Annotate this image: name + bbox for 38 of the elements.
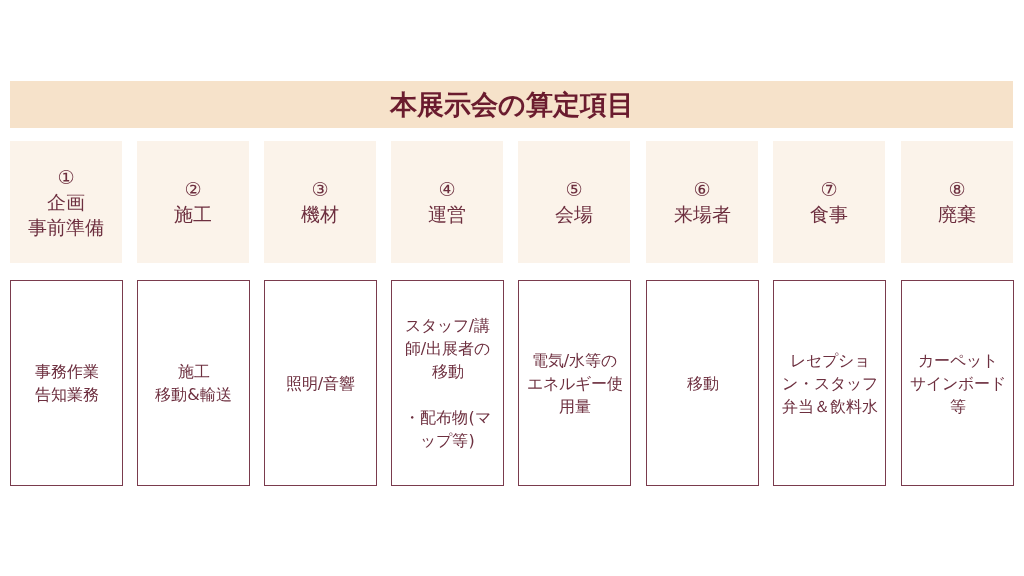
category-label: 来場者 — [673, 202, 731, 227]
category-label: 会場 — [555, 202, 593, 227]
category-number: ⑥ — [693, 177, 711, 202]
item-text: 電気/水等のエネルギー使用量 — [525, 349, 624, 418]
category-number: ⑦ — [820, 177, 838, 202]
item-box — [773, 280, 886, 486]
item-text: カーペット — [917, 349, 998, 372]
category-number: ② — [184, 177, 202, 202]
category-number: ⑧ — [948, 177, 966, 202]
item-text: 告知業務 — [34, 384, 99, 406]
category-label: 施工 — [174, 202, 212, 227]
item-text: 移動 — [686, 372, 719, 395]
category-label: 企画 — [47, 189, 85, 215]
item-box — [391, 280, 504, 486]
item-box — [646, 280, 759, 486]
item-text: ・配布物(マップ等) — [403, 407, 492, 452]
category-label: 運営 — [428, 202, 466, 227]
category-label: 事前準備 — [28, 214, 104, 240]
category-number: ⑤ — [565, 177, 583, 202]
item-text: サインボード等 — [908, 372, 1007, 418]
item-box — [264, 280, 377, 486]
category-label: 機材 — [301, 202, 339, 227]
item-box — [901, 280, 1014, 486]
title: 本展示会の算定項目 — [389, 87, 634, 122]
category-label: 廃棄 — [938, 202, 976, 227]
item-text: 照明/音響 — [285, 372, 356, 395]
item-box — [518, 280, 631, 486]
item-text: 移動&輸送 — [155, 384, 232, 406]
category-label: 食事 — [810, 202, 848, 227]
item-box — [10, 280, 123, 486]
item-text: 事務作業 — [34, 361, 99, 383]
item-text: スタッフ/講師/出展者の移動 — [403, 315, 492, 383]
item-text: レセプション・スタッフ弁当＆飲料水 — [780, 349, 879, 418]
category-number: ③ — [311, 177, 329, 202]
category-number: ④ — [438, 177, 456, 202]
item-box — [137, 280, 250, 486]
item-text: 施工 — [177, 361, 210, 383]
category-number: ① — [57, 164, 75, 190]
